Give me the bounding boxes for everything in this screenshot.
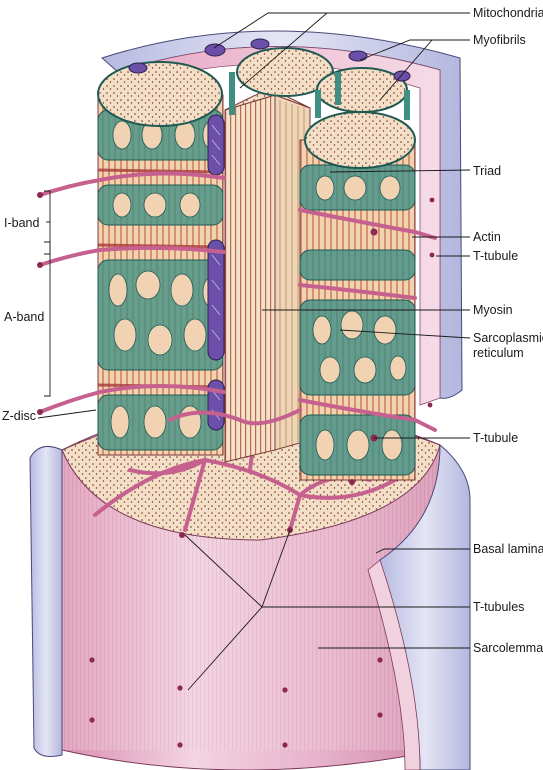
myofibril-left xyxy=(97,61,224,456)
mitochondria-top xyxy=(128,38,411,82)
basal-lamina-lower xyxy=(29,443,471,770)
label-t-tubule-upper: T-tubule xyxy=(473,249,518,263)
label-myosin: Myosin xyxy=(473,303,513,317)
label-actin: Actin xyxy=(473,230,501,244)
label-i-band: I-band xyxy=(4,216,39,230)
label-sarcoplasmic-line1: Sarcoplasmic xyxy=(473,331,543,345)
label-a-band: A-band xyxy=(4,310,44,324)
labels: Mitochondria Myofibrils Triad Actin T-tu… xyxy=(2,6,543,655)
label-myofibrils: Myofibrils xyxy=(473,33,526,47)
label-mitochondria: Mitochondria xyxy=(473,6,543,20)
myofibril-center-cut xyxy=(224,87,311,463)
t-tubules-upper xyxy=(38,171,437,432)
label-z-disc: Z-disc xyxy=(2,409,36,423)
myofibril-tops xyxy=(229,47,410,120)
t-tubule-network-surface xyxy=(93,428,397,532)
leader-lines xyxy=(37,12,471,691)
label-sarcoplasmic-line2: reticulum xyxy=(473,346,524,360)
mitochondria-column xyxy=(207,114,225,431)
label-basal-lamina: Basal lamina xyxy=(473,542,543,556)
label-sarcolemma: Sarcolemma xyxy=(473,641,543,655)
label-triad: Triad xyxy=(473,164,501,178)
label-t-tubules: T-tubules xyxy=(473,600,524,614)
label-t-tubule-lower: T-tubule xyxy=(473,431,518,445)
t-tubule-ends xyxy=(37,192,378,538)
